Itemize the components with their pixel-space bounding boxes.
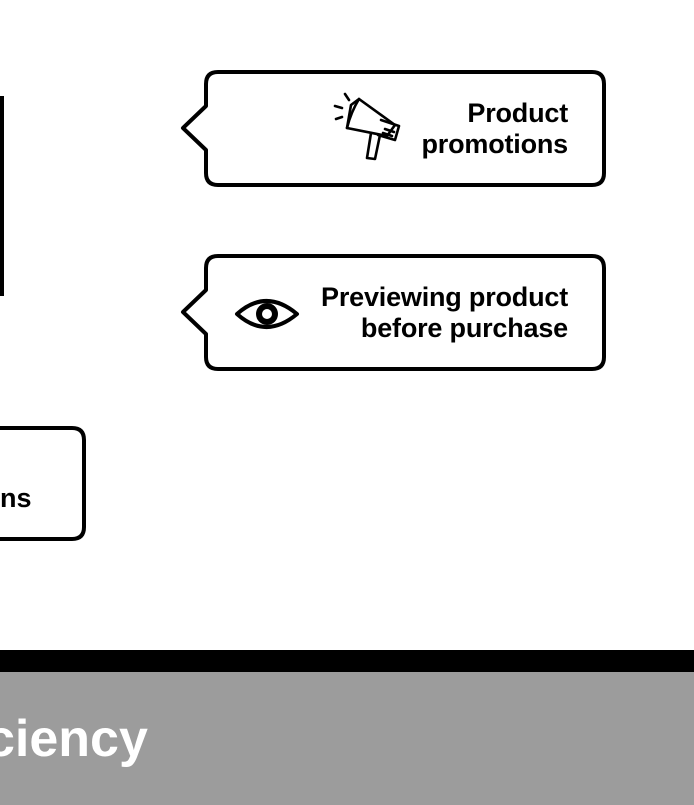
callout-preview: Previewing product before purchase — [300, 280, 568, 346]
callout-promotions-text: Product promotions — [422, 98, 569, 160]
partial-box-bottom — [0, 426, 86, 541]
section-band — [0, 672, 694, 805]
partial-box-label: ns — [0, 483, 32, 513]
megaphone-icon — [333, 92, 401, 161]
callout-preview-line-1: Previewing product — [321, 282, 568, 312]
callout-bubble-preview — [181, 254, 606, 371]
eye-icon — [235, 299, 299, 329]
callout-promotions: Product promotions — [410, 96, 569, 162]
callout-promotions-line-1: Product — [467, 98, 568, 128]
callout-preview-line-2: before purchase — [360, 313, 568, 343]
divider-bar — [0, 650, 694, 672]
callout-promotions-line-2: promotions — [421, 129, 569, 159]
section-title: ciency — [0, 710, 148, 768]
callout-preview-text: Previewing product before purchase — [321, 282, 568, 344]
